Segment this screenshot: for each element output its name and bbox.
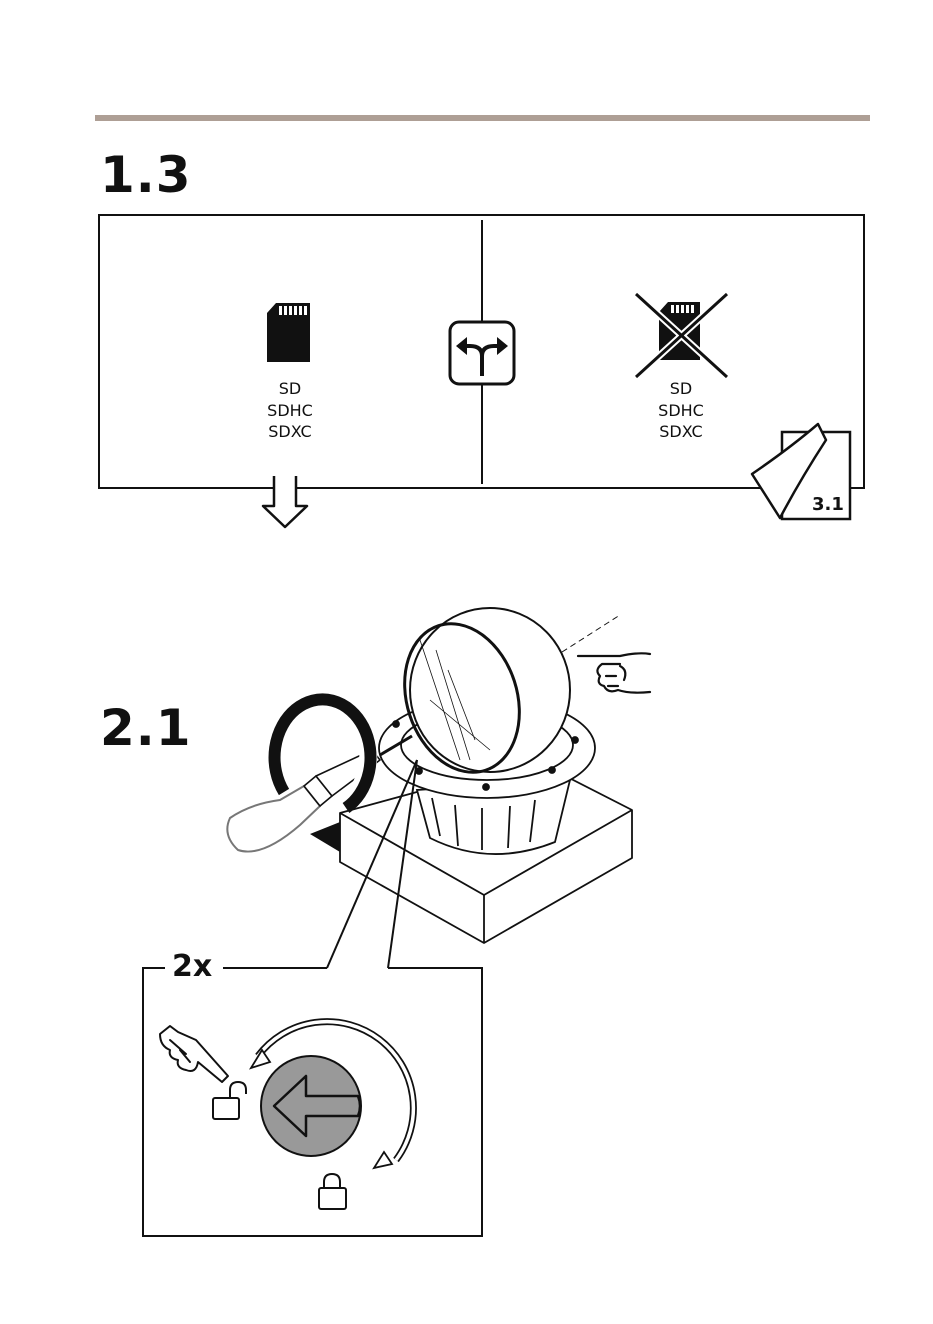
lock-knob	[261, 1056, 361, 1156]
lock-open-icon	[213, 1082, 246, 1119]
lock-closed-icon	[319, 1174, 346, 1209]
callout-lines	[327, 760, 417, 968]
repeat-count-label: 2x	[166, 952, 218, 982]
pointing-hand-icon	[578, 653, 650, 692]
pointing-hand-small-icon	[160, 1026, 228, 1082]
